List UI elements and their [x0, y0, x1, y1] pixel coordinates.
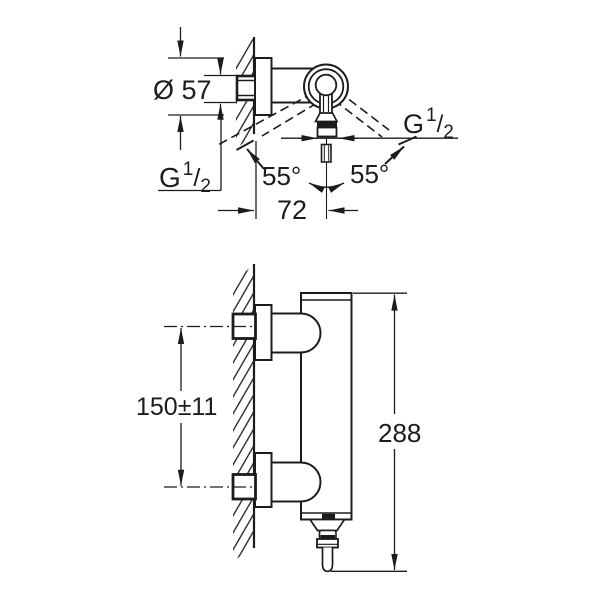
outlet-flare	[308, 518, 347, 532]
dim-label-swivel-right: 55°	[350, 159, 389, 189]
union-nut-top-view	[235, 74, 257, 102]
outlet-seal-band	[322, 513, 335, 520]
swivel-dashed-left-inner	[261, 102, 318, 137]
outlet-seal-band	[317, 121, 337, 128]
swivel-dashed-right-outer	[337, 90, 390, 131]
outlet-nipple-top-view	[320, 143, 332, 163]
escutcheon-bottom	[254, 452, 273, 508]
swivel-end-tick-left	[236, 139, 254, 151]
wall-section-hatch	[233, 264, 255, 561]
dim-label-projection: 72	[277, 195, 307, 225]
handle-knob-circle	[314, 73, 338, 97]
dim-label-overall-height: 288	[378, 418, 421, 448]
outlet-cup	[316, 538, 339, 549]
dim-label-escutcheon-diameter: Ø 57	[153, 75, 212, 105]
dim-label-connection-spacing: 150±11	[136, 393, 217, 421]
outlet-collar-band	[320, 535, 335, 539]
front-view: 150±11 288	[136, 264, 421, 573]
union-pipe-bottom	[271, 463, 301, 501]
rotation-arc	[308, 182, 345, 193]
union-pipe-top	[271, 314, 301, 352]
outlet-tube	[321, 547, 334, 573]
escutcheon-top-view	[254, 57, 273, 116]
escutcheon-top	[254, 304, 273, 361]
outlet-connector-top-view	[316, 126, 338, 138]
outlet-flare-top-view	[314, 112, 339, 123]
swivel-dashed-right-inner	[333, 99, 383, 138]
leader-arrow-right	[384, 145, 405, 165]
dim-label-swivel-left: 55°	[262, 161, 301, 191]
handle-stem-fill	[319, 90, 333, 114]
